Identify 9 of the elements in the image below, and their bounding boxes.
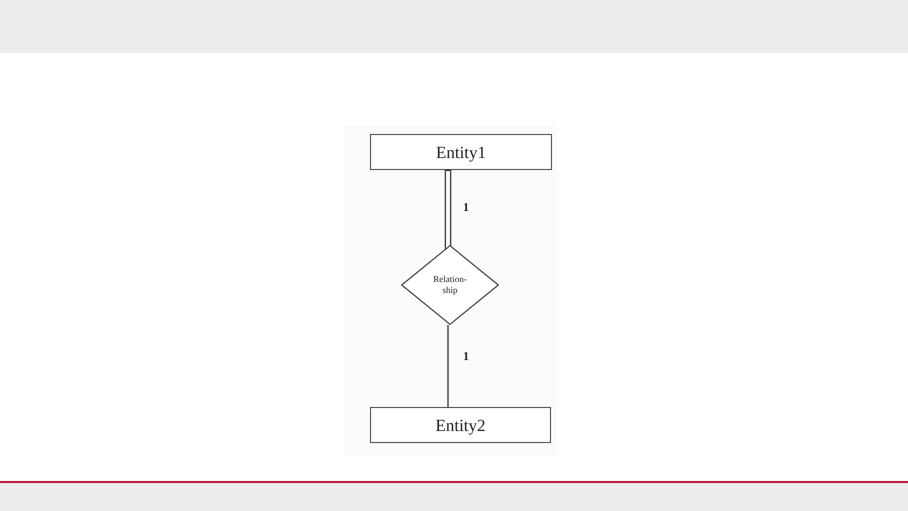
cardinality-label: 1 bbox=[462, 201, 470, 213]
double-connector bbox=[444, 170, 452, 249]
entity-label: Entity1 bbox=[436, 144, 486, 160]
entity-label: Entity2 bbox=[435, 416, 486, 434]
cardinality-label: 1 bbox=[462, 350, 470, 362]
entity-box bbox=[370, 134, 552, 170]
relationship-label: Relation- ship bbox=[432, 274, 468, 296]
connector bbox=[447, 325, 449, 407]
entity-box bbox=[370, 407, 551, 443]
